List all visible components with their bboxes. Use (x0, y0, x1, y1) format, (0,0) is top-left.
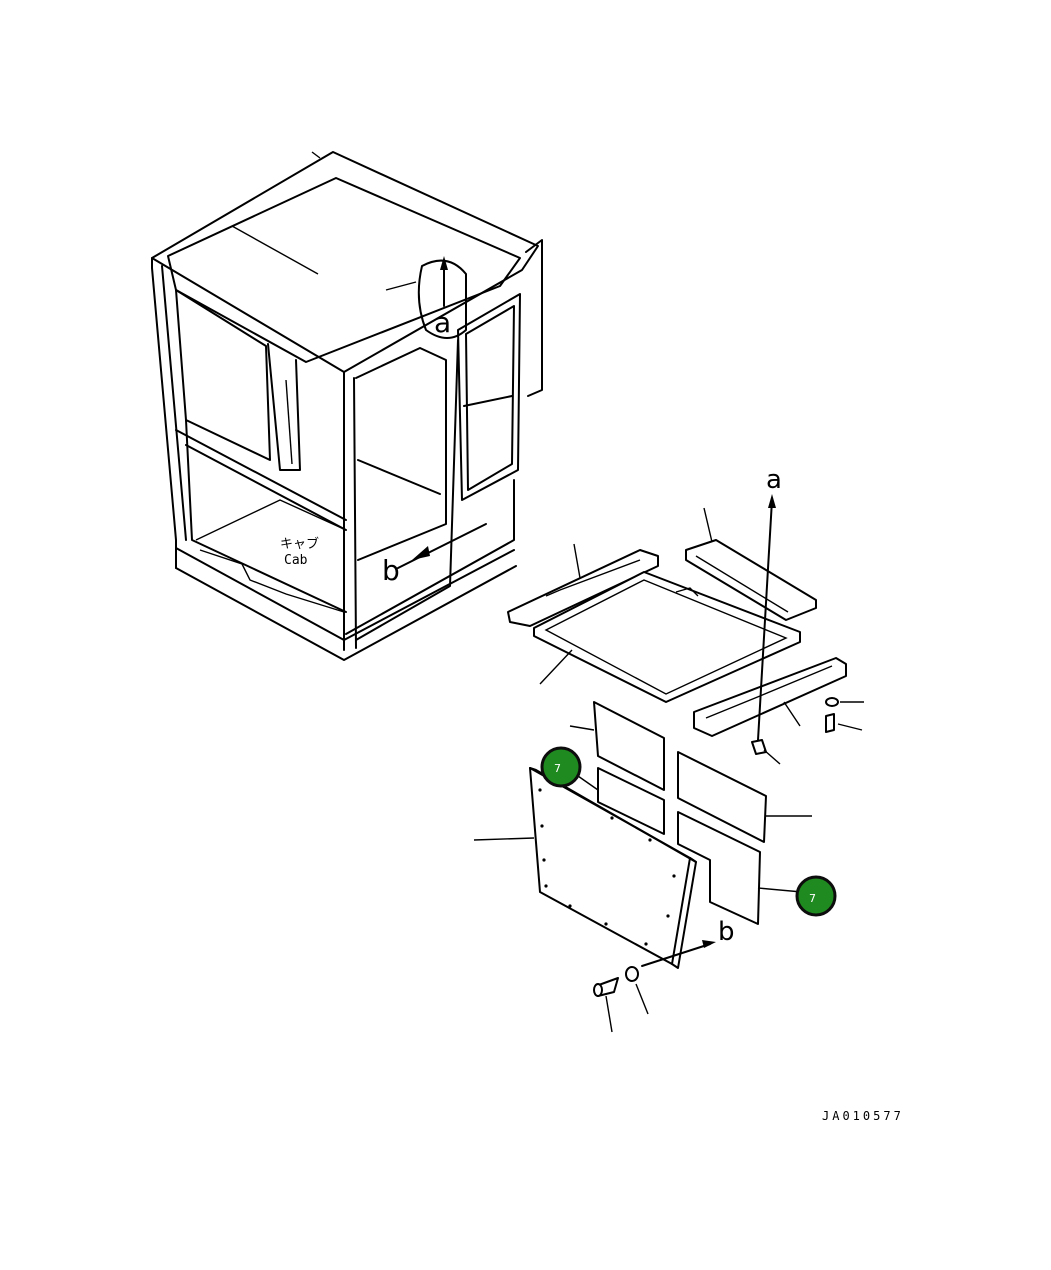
arrow-a-lower-shaft (757, 499, 773, 741)
cab-floor-inner (195, 499, 347, 541)
main-plate-notch (675, 587, 699, 597)
cab-right-rail (357, 459, 441, 495)
leader-side-panel (473, 837, 535, 841)
callout-badge-2[interactable]: 7 (795, 875, 837, 917)
cab-floor-edge (175, 547, 515, 641)
leader-panel-upper-left (569, 725, 595, 731)
panel-lower-right (677, 811, 761, 925)
leader-bolt-right (837, 723, 863, 731)
top-small-plate (685, 539, 817, 621)
arrow-b-right-shaft (641, 943, 711, 967)
arrow-a-top-head (440, 256, 448, 270)
left-bracket-line (545, 559, 641, 597)
leader-bolt-center (763, 749, 781, 765)
cab-door-window (457, 293, 521, 501)
leader-right-bracket (783, 701, 801, 727)
drawing-id: JA010577 (822, 1109, 904, 1123)
leader-clip-washer (635, 983, 649, 1015)
callout-2-circle (795, 875, 837, 917)
top-small-plate-inner (695, 555, 789, 613)
panel-upper-right (677, 751, 767, 843)
main-floor-plate (533, 571, 801, 703)
cab-assembly: a b キャブ Cab (151, 151, 543, 661)
leader-panel-lower-right (757, 887, 803, 893)
cab-label-jp: キャブ (280, 536, 319, 552)
roof-mount-detail (417, 259, 467, 339)
main-floor-plate-inner (544, 579, 788, 695)
clip-bolt-head (593, 983, 603, 997)
cab-post-left-inner (161, 265, 187, 541)
cab-roof-outline (151, 151, 539, 373)
cab-right-base (345, 479, 515, 635)
cab-post-front-inner (353, 377, 357, 649)
cab-rear-post-line (285, 379, 293, 465)
roof-detail-line (231, 225, 319, 275)
right-bracket (693, 657, 847, 737)
floor-parts: a (507, 465, 864, 765)
cab-back-post (525, 239, 543, 397)
callout-1-leader (577, 775, 599, 791)
cab-left-window-upper (175, 289, 271, 461)
clip-washer (625, 966, 639, 982)
panel-upper-left (593, 701, 665, 791)
left-bracket (507, 549, 659, 627)
cab-door-post (355, 339, 459, 641)
cab-rear-post (267, 343, 301, 471)
side-panel-thickness (671, 857, 697, 969)
cab-mid-rail (175, 429, 347, 521)
leader-left-bracket (573, 543, 581, 579)
label-a-top: a (434, 306, 451, 339)
cab-floor-contour (199, 549, 345, 613)
label-b-right: b (718, 917, 735, 947)
cab-floor-bottom (175, 565, 517, 661)
bolt-center (751, 739, 767, 755)
callout-1-number: 7 (554, 762, 561, 775)
leader-clip-bolt (605, 995, 613, 1033)
cab-door-window-inner (465, 305, 515, 491)
arrow-b-right-head (702, 940, 716, 948)
cab-post-left (151, 257, 177, 569)
cab-mid-rail-2 (185, 444, 347, 531)
bolt-right (825, 713, 835, 733)
arrow-a-lower-head (768, 494, 776, 508)
callout-2-number: 7 (809, 892, 816, 905)
side-panel-holes (538, 788, 676, 946)
label-a-lower: a (766, 465, 782, 495)
washer-right (825, 697, 839, 707)
arrow-b-left-head (412, 546, 430, 560)
leader-small-plate (703, 507, 713, 543)
label-b-left: b (382, 554, 400, 587)
callout-1-circle (540, 746, 582, 788)
insulation-panels: b (473, 701, 812, 1033)
panel-mid-left (597, 767, 665, 835)
callout-badge-1[interactable]: 7 (540, 746, 599, 791)
cab-label-en: Cab (284, 553, 308, 568)
cab-right-window (355, 347, 447, 561)
cab-left-frame-lower (185, 419, 347, 613)
roof-corner-tick (311, 151, 321, 159)
arrow-b-left-shaft (397, 523, 487, 569)
cab-door-mid (463, 395, 513, 407)
roof-detail-line-2 (385, 281, 417, 291)
leader-main-plate (539, 649, 573, 685)
